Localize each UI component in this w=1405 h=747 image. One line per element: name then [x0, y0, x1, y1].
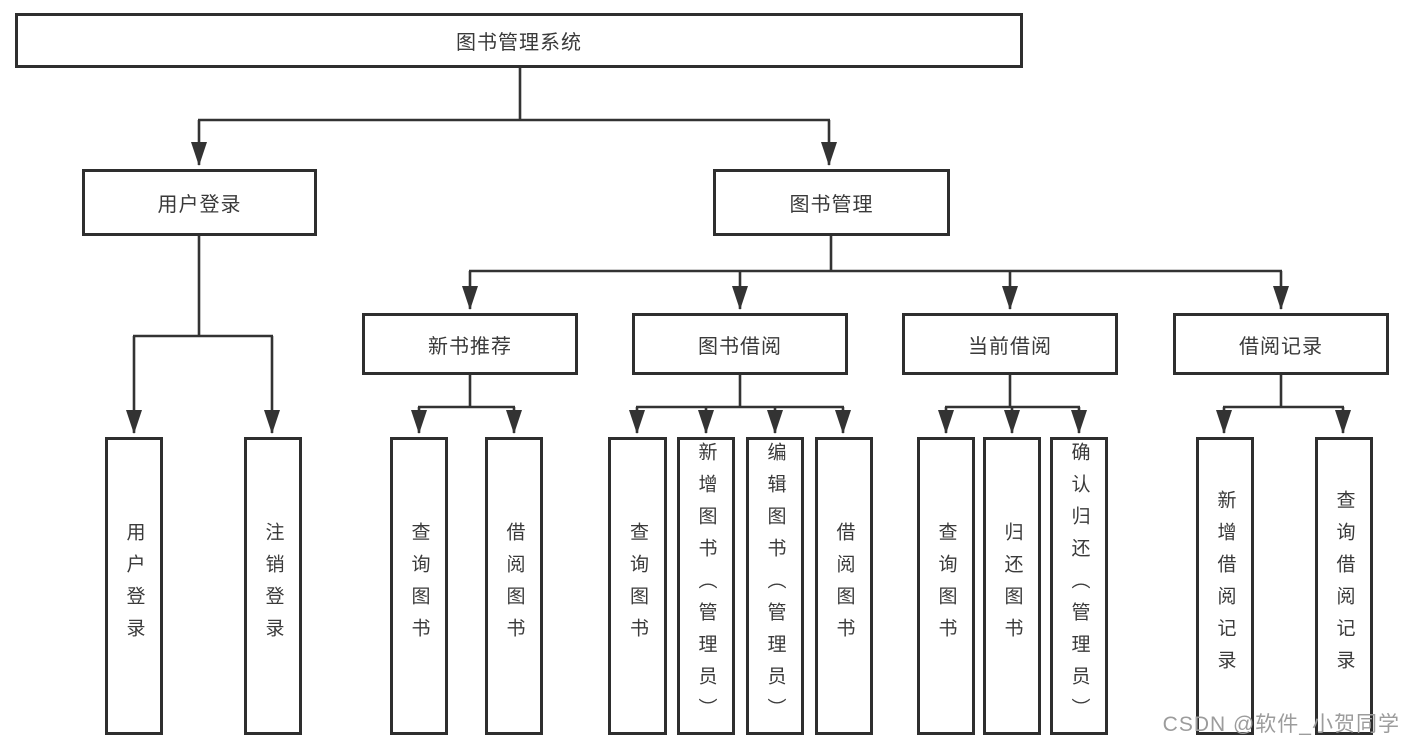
leaf-edit-books-admin-label: 编辑图书（管理员）	[764, 442, 786, 730]
leaf-logout: 注销登录	[244, 437, 302, 735]
leaf-query-borrow-record: 查询借阅记录	[1315, 437, 1373, 735]
leaf-borrow-query-books: 查询图书	[608, 437, 667, 735]
node-borrow-records: 借阅记录	[1173, 313, 1389, 375]
leaf-borrow-books-label: 借阅图书	[833, 522, 855, 650]
leaf-edit-books-admin: 编辑图书（管理员）	[746, 437, 804, 735]
leaf-add-books-admin-label: 新增图书（管理员）	[695, 442, 717, 730]
leaf-borrow-query-books-label: 查询图书	[627, 522, 648, 650]
leaf-add-borrow-record-label: 新增借阅记录	[1214, 490, 1236, 682]
leaf-current-query-books: 查询图书	[917, 437, 975, 735]
leaf-recommend-query-books: 查询图书	[390, 437, 448, 735]
leaf-recommend-borrow-books-label: 借阅图书	[503, 522, 525, 650]
node-library-system-label: 图书管理系统	[456, 32, 582, 54]
node-user-login-label: 用户登录	[157, 194, 242, 216]
leaf-add-books-admin: 新增图书（管理员）	[677, 437, 735, 735]
leaf-return-books-label: 归还图书	[1001, 522, 1023, 650]
node-library-system: 图书管理系统	[15, 13, 1023, 68]
node-user-login: 用户登录	[82, 169, 317, 236]
leaf-current-query-books-label: 查询图书	[935, 522, 957, 650]
leaf-logout-label: 注销登录	[262, 522, 284, 650]
leaf-recommend-borrow-books: 借阅图书	[485, 437, 543, 735]
leaf-user-login-label: 用户登录	[123, 522, 145, 650]
leaf-query-borrow-record-label: 查询借阅记录	[1333, 490, 1355, 682]
node-new-book-recommend: 新书推荐	[362, 313, 578, 375]
leaf-recommend-query-books-label: 查询图书	[408, 522, 430, 650]
node-current-borrow-label: 当前借阅	[968, 335, 1052, 358]
node-new-book-recommend-label: 新书推荐	[428, 335, 512, 358]
node-book-management: 图书管理	[713, 169, 950, 236]
leaf-return-books: 归还图书	[983, 437, 1041, 735]
leaf-add-borrow-record: 新增借阅记录	[1196, 437, 1254, 735]
node-book-borrow-label: 图书借阅	[698, 335, 782, 358]
csdn-watermark: CSDN @软件_小贺同学	[1162, 713, 1400, 736]
leaf-confirm-return-admin: 确认归还（管理员）	[1050, 437, 1108, 735]
leaf-borrow-books: 借阅图书	[815, 437, 873, 735]
node-book-borrow: 图书借阅	[632, 313, 848, 375]
node-current-borrow: 当前借阅	[902, 313, 1118, 375]
node-book-management-label: 图书管理	[789, 194, 874, 216]
leaf-user-login: 用户登录	[105, 437, 163, 735]
node-borrow-records-label: 借阅记录	[1239, 335, 1323, 358]
leaf-confirm-return-admin-label: 确认归还（管理员）	[1068, 442, 1090, 730]
